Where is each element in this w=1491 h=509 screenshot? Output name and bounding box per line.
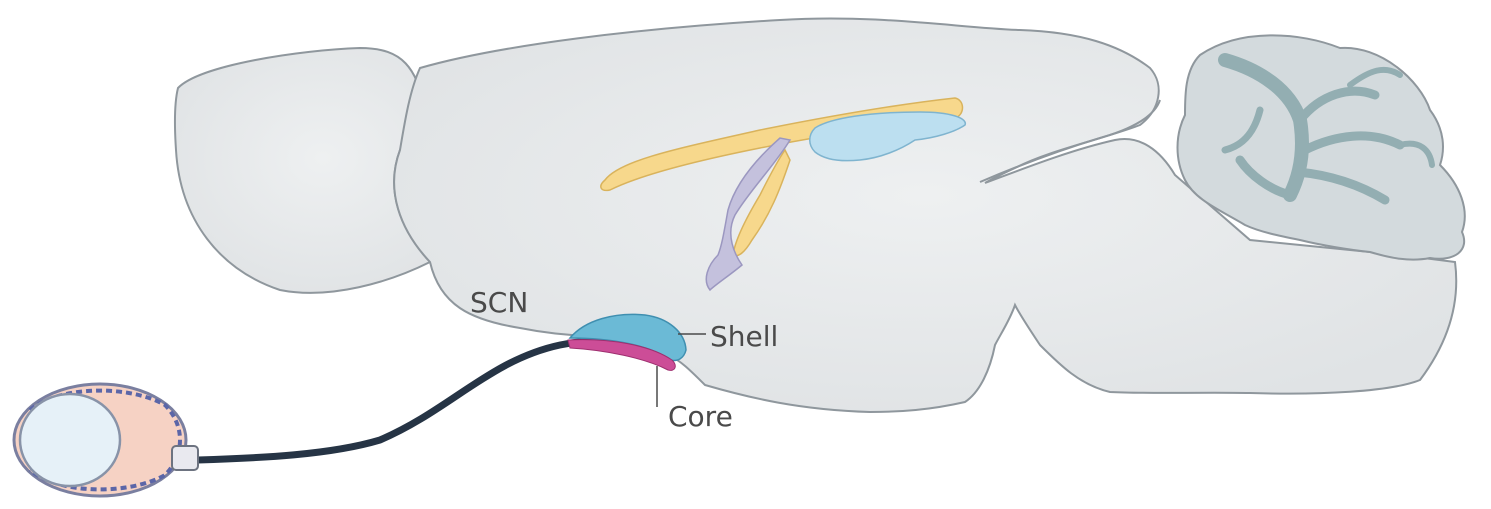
eye bbox=[14, 384, 198, 496]
label-core: Core bbox=[668, 400, 733, 433]
eye-lens bbox=[20, 394, 120, 486]
optic-disc bbox=[172, 446, 198, 470]
label-scn: SCN bbox=[470, 286, 528, 319]
optic-nerve bbox=[198, 340, 670, 460]
label-shell: Shell bbox=[710, 320, 778, 353]
